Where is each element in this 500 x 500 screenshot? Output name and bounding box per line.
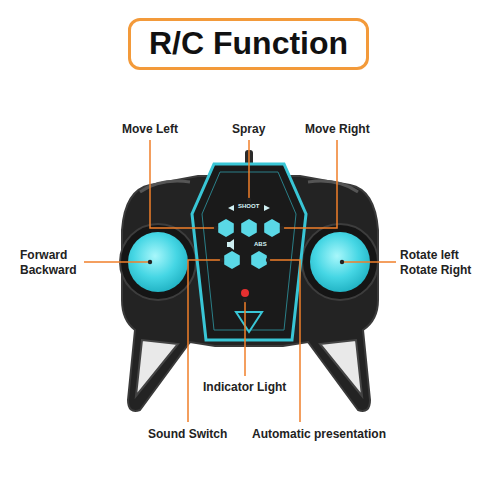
handle-edge xyxy=(320,340,362,396)
leader-dot xyxy=(247,198,251,202)
title-box: R/C Function xyxy=(128,18,369,70)
logo-mark xyxy=(236,312,262,332)
leader-dots xyxy=(148,198,344,302)
hex-button xyxy=(224,251,240,269)
callout-label: Indicator Light xyxy=(203,380,286,394)
callout-label: Automatic presentation xyxy=(252,427,386,441)
callout-label: Move Right xyxy=(305,122,370,136)
leader-line xyxy=(244,300,246,376)
leader-line xyxy=(188,260,222,422)
indicator-led xyxy=(241,289,249,297)
leader-dot xyxy=(148,260,152,264)
arrow-icon xyxy=(264,205,270,211)
callout-label: ABS xyxy=(254,241,267,248)
speaker-icon xyxy=(227,242,230,247)
leader-line xyxy=(150,140,216,228)
callout-label: Spray xyxy=(232,122,265,136)
leader-dot xyxy=(280,226,284,230)
leader-dot xyxy=(220,258,224,262)
handle-edge xyxy=(136,340,178,396)
callout-label: Move Left xyxy=(122,122,178,136)
title: R/C Function xyxy=(149,23,348,63)
handle-cutout xyxy=(320,340,362,396)
callout-label: Rotate left Rotate Right xyxy=(400,248,482,278)
callout-label: SHOOT xyxy=(238,203,259,210)
leader-line xyxy=(248,140,250,200)
speaker-icon xyxy=(230,239,234,250)
callout-label: Forward Backward xyxy=(20,248,82,278)
hex-button xyxy=(218,219,234,237)
shoulder-ridge xyxy=(140,181,190,192)
leader-dot xyxy=(214,226,218,230)
leader-dot xyxy=(266,258,270,262)
leader-line xyxy=(282,140,337,228)
leader-line xyxy=(342,261,396,263)
leader-line xyxy=(84,261,150,263)
leader-lines xyxy=(84,140,396,422)
arrow-icon xyxy=(228,205,234,211)
hex-button xyxy=(251,251,267,269)
shoulder-ridge xyxy=(308,181,358,192)
leader-line xyxy=(268,260,300,422)
leader-dot xyxy=(243,298,247,302)
callout-label: Sound Switch xyxy=(148,427,227,441)
hex-button xyxy=(241,219,257,237)
hex-button xyxy=(264,219,280,237)
handle-cutout xyxy=(136,340,178,396)
leader-dot xyxy=(340,260,344,264)
